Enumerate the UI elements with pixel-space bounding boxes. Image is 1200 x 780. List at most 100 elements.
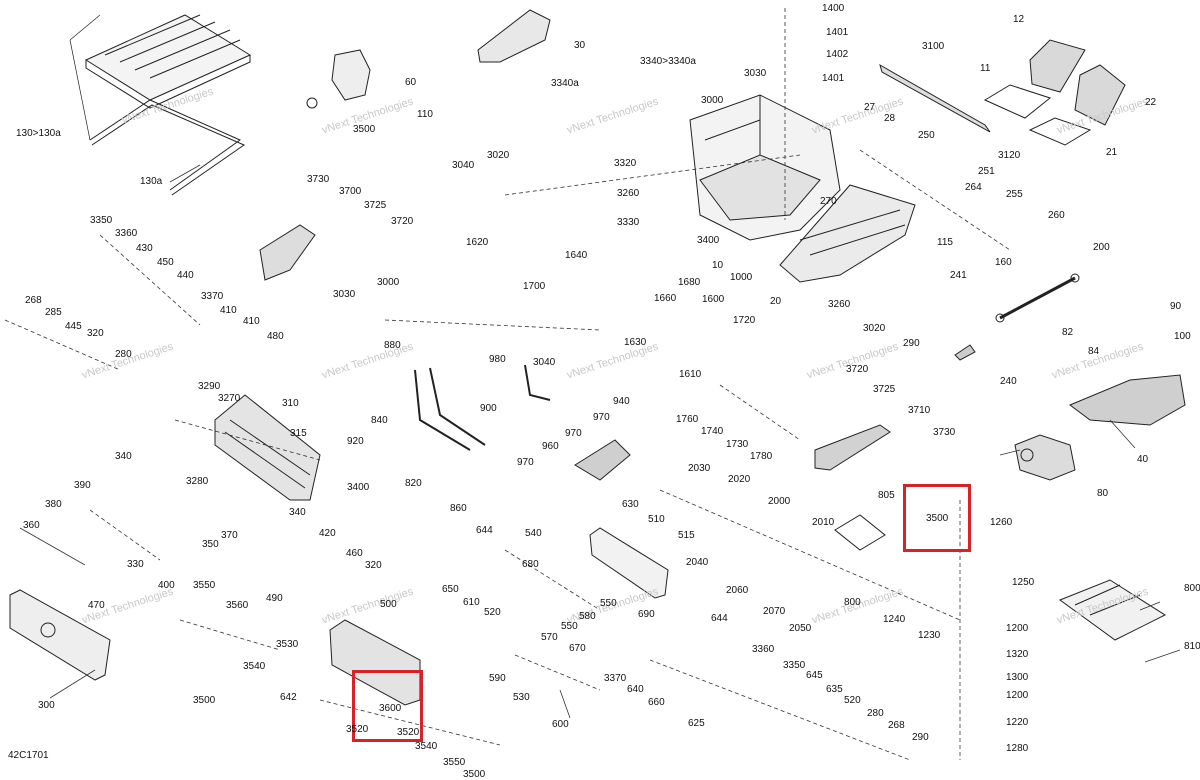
callout-570[interactable]: 570 — [541, 632, 558, 643]
callout-340[interactable]: 340 — [289, 507, 306, 518]
callout-3720[interactable]: 3720 — [846, 364, 869, 375]
callout-310[interactable]: 310 — [282, 398, 299, 409]
callout-3280[interactable]: 3280 — [186, 476, 209, 487]
callout-1630[interactable]: 1630 — [624, 337, 647, 348]
callout-805[interactable]: 805 — [878, 490, 895, 501]
callout-515[interactable]: 515 — [678, 530, 695, 541]
callout-320[interactable]: 320 — [87, 328, 104, 339]
callout-290[interactable]: 290 — [903, 338, 920, 349]
callout-3400[interactable]: 3400 — [697, 235, 720, 246]
callout-660[interactable]: 660 — [648, 697, 665, 708]
callout-800[interactable]: 800 — [844, 597, 861, 608]
callout-84[interactable]: 84 — [1088, 346, 1100, 357]
callout-3000[interactable]: 3000 — [701, 95, 724, 106]
callout-1620[interactable]: 1620 — [466, 237, 489, 248]
callout-80[interactable]: 80 — [1097, 488, 1109, 499]
callout-268[interactable]: 268 — [888, 720, 905, 731]
callout-960[interactable]: 960 — [542, 441, 559, 452]
callout-970[interactable]: 970 — [593, 412, 610, 423]
callout-3290[interactable]: 3290 — [198, 381, 221, 392]
callout-200[interactable]: 200 — [1093, 242, 1110, 253]
callout-3725[interactable]: 3725 — [364, 200, 387, 211]
callout-430[interactable]: 430 — [136, 243, 153, 254]
callout-3320[interactable]: 3320 — [614, 158, 637, 169]
callout-3350[interactable]: 3350 — [90, 215, 113, 226]
callout-1200[interactable]: 1200 — [1006, 623, 1029, 634]
callout-1760[interactable]: 1760 — [676, 414, 699, 425]
callout-1300[interactable]: 1300 — [1006, 672, 1029, 683]
callout-3530[interactable]: 3530 — [276, 639, 299, 650]
callout-251[interactable]: 251 — [978, 166, 995, 177]
callout-130-130a[interactable]: 130>130a — [16, 128, 61, 139]
callout-640[interactable]: 640 — [627, 684, 644, 695]
callout-3020[interactable]: 3020 — [487, 150, 510, 161]
callout-340[interactable]: 340 — [115, 451, 132, 462]
callout-1610[interactable]: 1610 — [679, 369, 702, 380]
callout-290[interactable]: 290 — [912, 732, 929, 743]
callout-644[interactable]: 644 — [476, 525, 493, 536]
callout-3260[interactable]: 3260 — [617, 188, 640, 199]
callout-1740[interactable]: 1740 — [701, 426, 724, 437]
callout-880[interactable]: 880 — [384, 340, 401, 351]
callout-320[interactable]: 320 — [365, 560, 382, 571]
callout-28[interactable]: 28 — [884, 113, 896, 124]
callout-3710[interactable]: 3710 — [908, 405, 931, 416]
callout-520[interactable]: 520 — [484, 607, 501, 618]
callout-670[interactable]: 670 — [569, 643, 586, 654]
callout-27[interactable]: 27 — [864, 102, 876, 113]
callout-635[interactable]: 635 — [826, 684, 843, 695]
callout-1240[interactable]: 1240 — [883, 614, 906, 625]
callout-3330[interactable]: 3330 — [617, 217, 640, 228]
callout-2050[interactable]: 2050 — [789, 623, 812, 634]
callout-2020[interactable]: 2020 — [728, 474, 751, 485]
callout-40[interactable]: 40 — [1137, 454, 1149, 465]
callout-970[interactable]: 970 — [565, 428, 582, 439]
callout-820[interactable]: 820 — [405, 478, 422, 489]
callout-21[interactable]: 21 — [1106, 147, 1118, 158]
callout-840[interactable]: 840 — [371, 415, 388, 426]
callout-860[interactable]: 860 — [450, 503, 467, 514]
callout-2000[interactable]: 2000 — [768, 496, 791, 507]
callout-650[interactable]: 650 — [442, 584, 459, 595]
callout-90[interactable]: 90 — [1170, 301, 1182, 312]
callout-3560[interactable]: 3560 — [226, 600, 249, 611]
callout-625[interactable]: 625 — [688, 718, 705, 729]
callout-255[interactable]: 255 — [1006, 189, 1023, 200]
callout-3500[interactable]: 3500 — [926, 513, 949, 524]
callout-3340-3340a[interactable]: 3340>3340a — [640, 56, 696, 67]
callout-240[interactable]: 240 — [1000, 376, 1017, 387]
callout-410[interactable]: 410 — [220, 305, 237, 316]
callout-3370[interactable]: 3370 — [201, 291, 224, 302]
callout-250[interactable]: 250 — [918, 130, 935, 141]
callout-1200[interactable]: 1200 — [1006, 690, 1029, 701]
callout-1320[interactable]: 1320 — [1006, 649, 1029, 660]
callout-2040[interactable]: 2040 — [686, 557, 709, 568]
callout-3550[interactable]: 3550 — [193, 580, 216, 591]
callout-610[interactable]: 610 — [463, 597, 480, 608]
callout-480[interactable]: 480 — [267, 331, 284, 342]
callout-270[interactable]: 270 — [820, 196, 837, 207]
callout-3360[interactable]: 3360 — [115, 228, 138, 239]
callout-3725[interactable]: 3725 — [873, 384, 896, 395]
callout-1400[interactable]: 1400 — [822, 3, 845, 14]
callout-60[interactable]: 60 — [405, 77, 417, 88]
callout-3720[interactable]: 3720 — [391, 216, 414, 227]
callout-1730[interactable]: 1730 — [726, 439, 749, 450]
callout-3730[interactable]: 3730 — [933, 427, 956, 438]
callout-2030[interactable]: 2030 — [688, 463, 711, 474]
callout-1401[interactable]: 1401 — [822, 73, 845, 84]
callout-3500[interactable]: 3500 — [463, 769, 486, 780]
callout-460[interactable]: 460 — [346, 548, 363, 559]
callout-3350[interactable]: 3350 — [783, 660, 806, 671]
callout-1260[interactable]: 1260 — [990, 517, 1013, 528]
callout-390[interactable]: 390 — [74, 480, 91, 491]
callout-450[interactable]: 450 — [157, 257, 174, 268]
callout-540[interactable]: 540 — [525, 528, 542, 539]
callout-2010[interactable]: 2010 — [812, 517, 835, 528]
callout-520[interactable]: 520 — [844, 695, 861, 706]
callout-3040[interactable]: 3040 — [533, 357, 556, 368]
callout-100[interactable]: 100 — [1174, 331, 1191, 342]
callout-115[interactable]: 115 — [937, 237, 953, 248]
callout-110[interactable]: 110 — [417, 109, 433, 120]
callout-3500[interactable]: 3500 — [193, 695, 216, 706]
